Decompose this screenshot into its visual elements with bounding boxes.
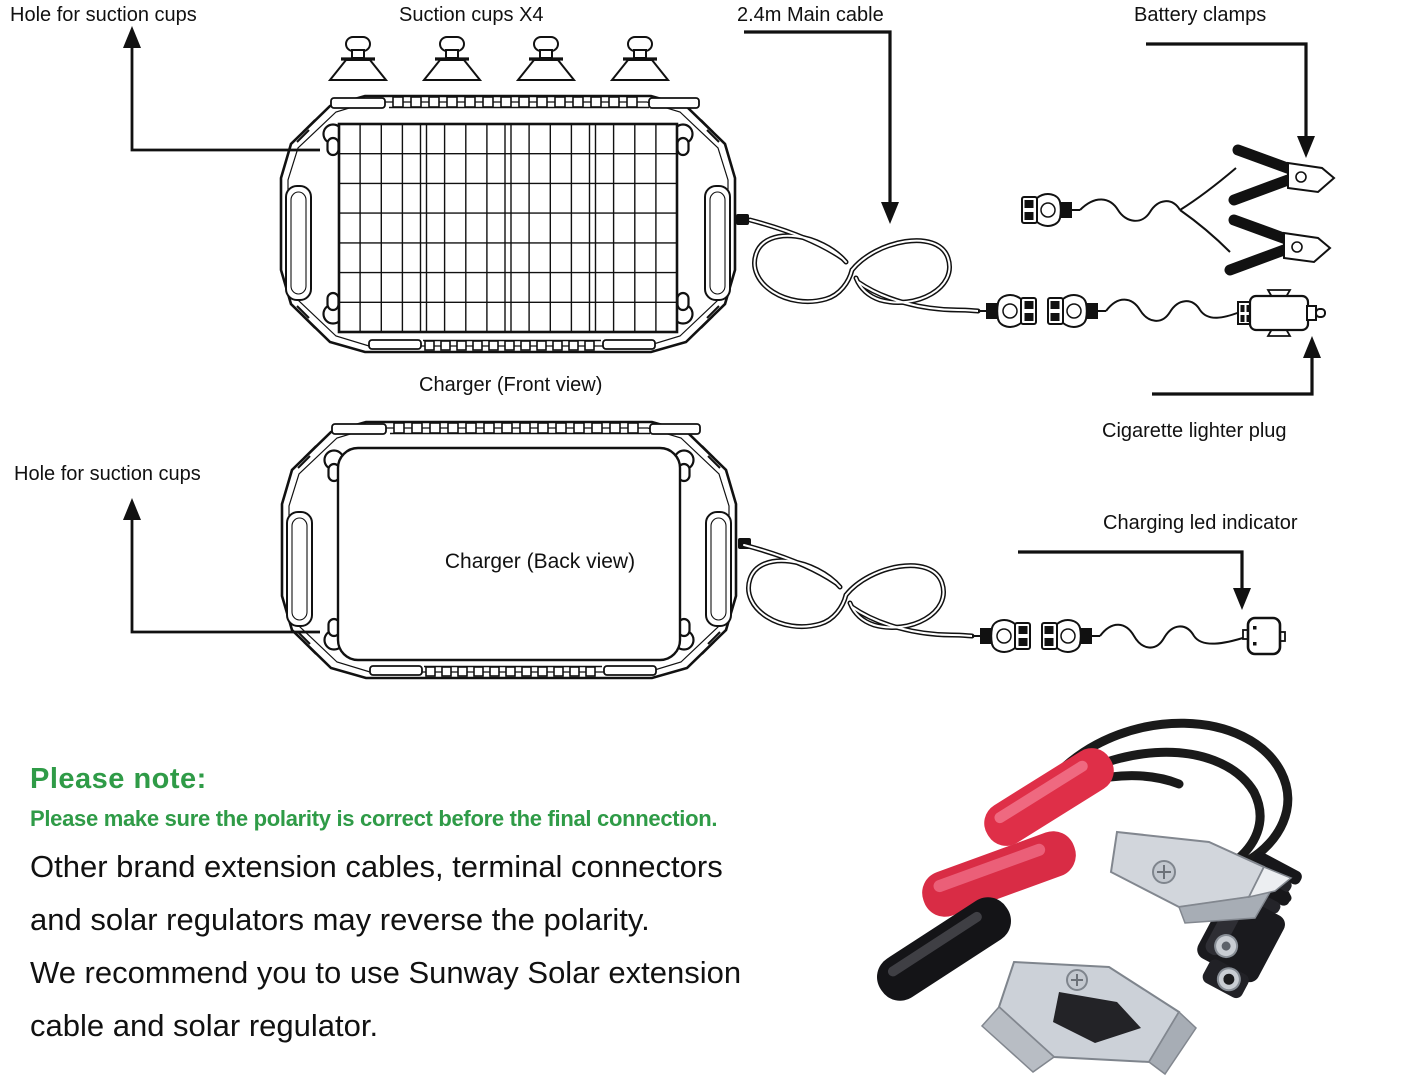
cable-to-led <box>1099 623 1247 649</box>
cable-to-clamps <box>1079 198 1181 222</box>
arrow-icon <box>744 30 892 202</box>
battery-clamp-icon <box>1234 150 1334 200</box>
figure8-cable-front <box>750 220 978 311</box>
note-line: We recommend you to use Sunway Solar ext… <box>30 955 742 990</box>
sae-connector-icon <box>977 294 1037 328</box>
note-heading: Please note: <box>30 763 207 795</box>
red-clamp <box>922 748 1293 924</box>
note-line: cable and solar regulator. <box>30 1008 379 1043</box>
leader-arrows <box>123 26 1321 634</box>
figure8-cable-back <box>744 545 972 636</box>
note-warning: Please make sure the polarity is correct… <box>30 806 718 831</box>
arrow-icon <box>1018 550 1244 588</box>
diagram-line-art <box>123 26 1409 710</box>
cigarette-lighter-plug-icon <box>1237 289 1326 337</box>
arrow-icon <box>130 520 320 634</box>
cable-to-plug <box>1105 298 1241 322</box>
suction-cup-icon <box>516 35 576 82</box>
sae-connector-icon <box>971 619 1031 653</box>
arrow-icon <box>1152 358 1314 396</box>
charger-front-illustration <box>281 96 749 352</box>
sae-connector-icon <box>1021 193 1081 227</box>
label-led-indicator: Charging led indicator <box>1103 512 1298 534</box>
suction-cup-icon <box>422 35 482 82</box>
sae-connector-icon <box>1047 294 1107 328</box>
suction-cup-icon <box>328 35 388 82</box>
suction-cup-icons <box>328 35 670 82</box>
black-clamp <box>877 897 1197 1076</box>
label-hole-suction-back: Hole for suction cups <box>14 463 201 485</box>
label-suction-cups: Suction cups X4 <box>399 4 544 26</box>
label-hole-suction-front: Hole for suction cups <box>10 4 197 26</box>
note-line: and solar regulators may reverse the pol… <box>30 902 650 937</box>
sae-connector-pair-back <box>971 619 1101 653</box>
battery-clamp-icon <box>1230 220 1330 270</box>
sae-connector-pair-front <box>977 294 1107 328</box>
solar-panel-grid <box>337 122 679 334</box>
label-battery-clamps: Battery clamps <box>1134 4 1267 26</box>
led-indicator-icon <box>1242 616 1286 656</box>
caption-charger-front: Charger (Front view) <box>419 374 603 396</box>
suction-cup-icon <box>610 35 670 82</box>
caption-charger-back: Charger (Back view) <box>444 550 636 573</box>
sae-connector-icon <box>1041 619 1101 653</box>
label-cigarette-plug: Cigarette lighter plug <box>1102 420 1287 442</box>
note-body: Other brand extension cables, terminal c… <box>30 840 741 1052</box>
arrow-icon <box>1146 42 1308 136</box>
label-main-cable: 2.4m Main cable <box>737 4 884 26</box>
arrow-icon <box>130 46 320 152</box>
battery-clamps-photo <box>877 718 1302 1076</box>
note-line: Other brand extension cables, terminal c… <box>30 849 723 884</box>
